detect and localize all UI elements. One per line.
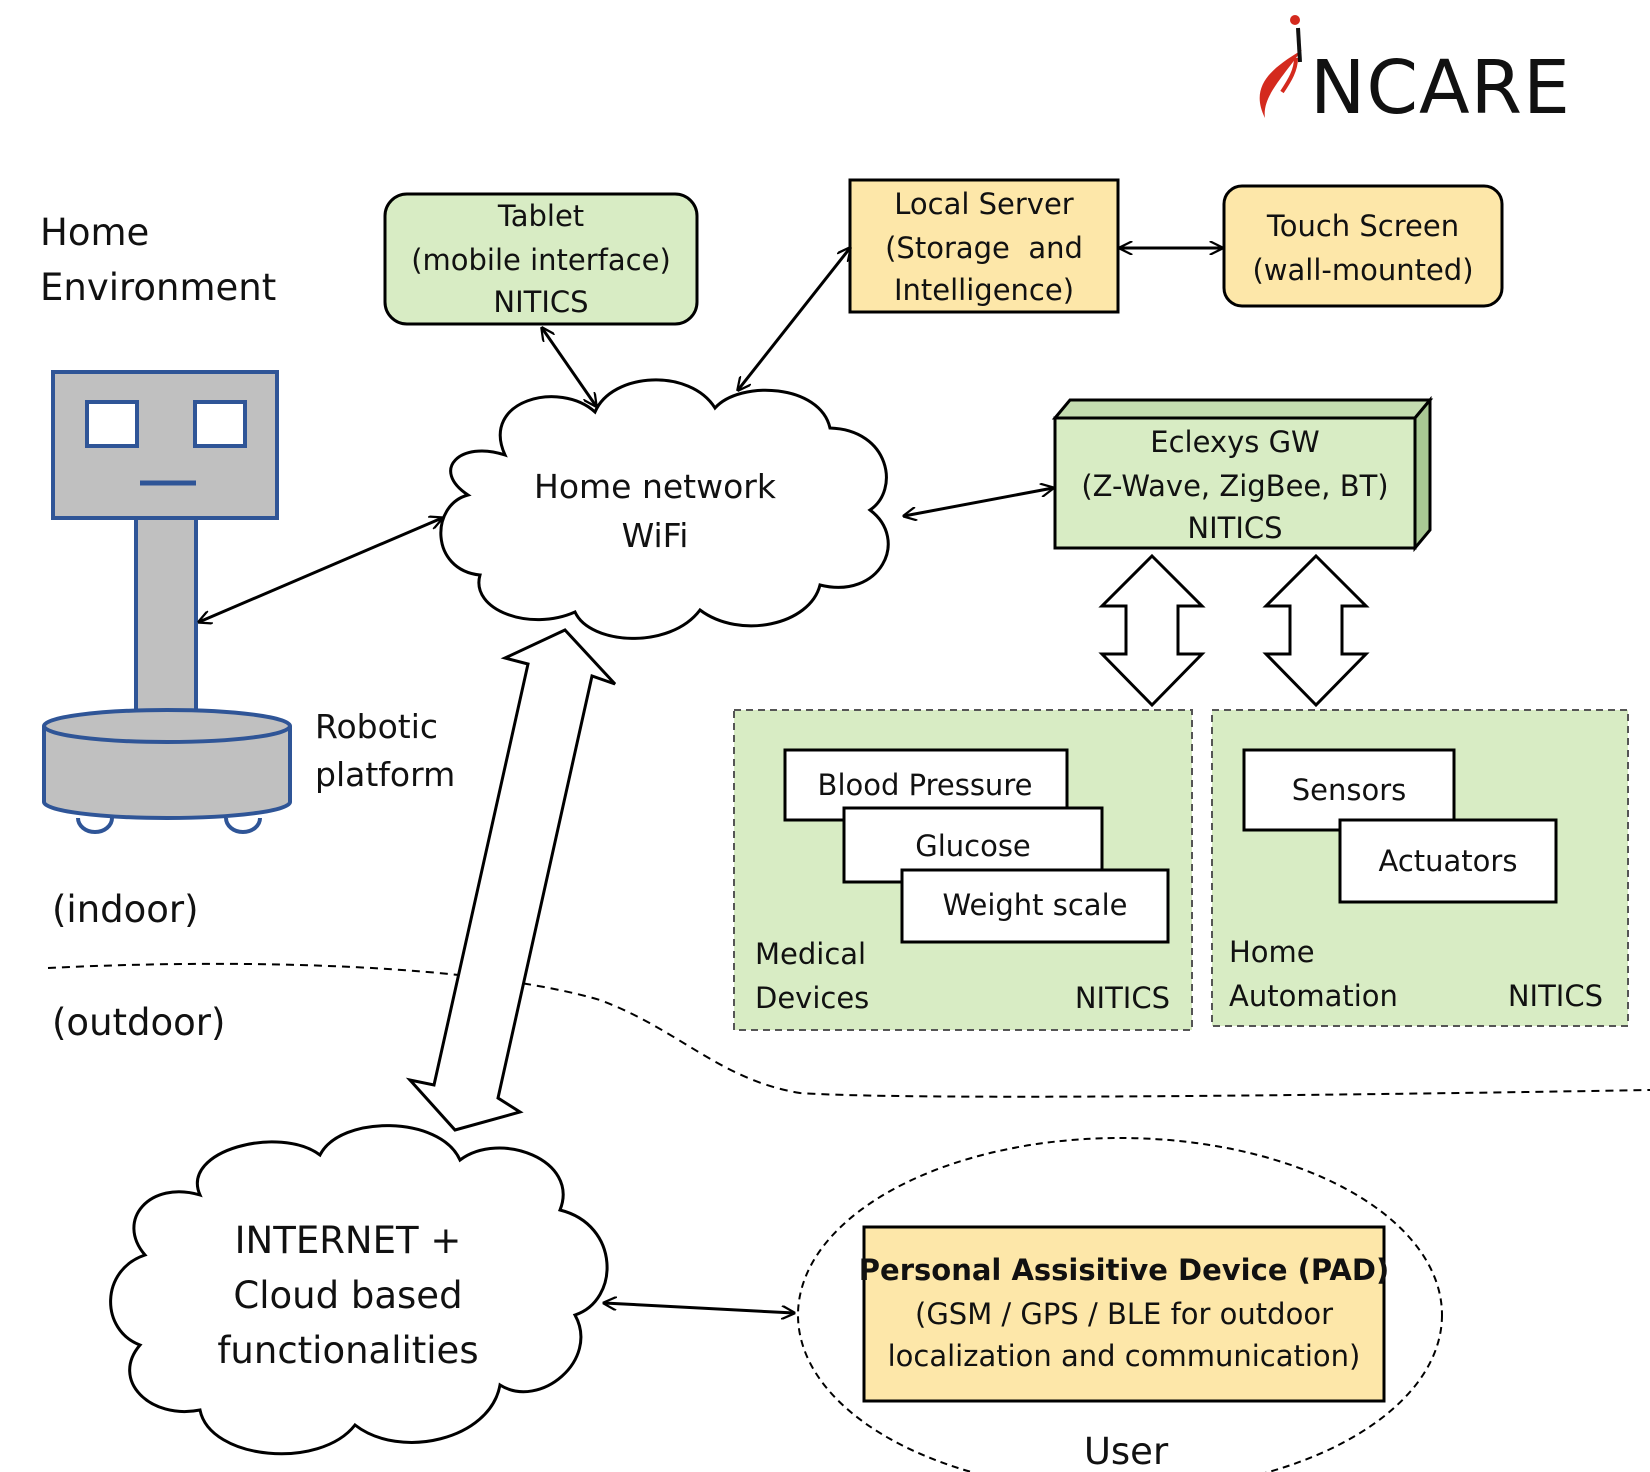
- automation-label-line2: Automation: [1229, 979, 1398, 1013]
- home-label-line1: Home: [40, 211, 149, 254]
- pad-line3: localization and communication): [888, 1339, 1361, 1373]
- internet-line1: INTERNET +: [235, 1219, 462, 1262]
- internet-cloud: INTERNET + Cloud based functionalities: [109, 1124, 609, 1456]
- server-network-connector: [738, 248, 850, 390]
- home-network-line2: WiFi: [622, 516, 689, 555]
- home-network-cloud: Home network WiFi: [439, 378, 890, 640]
- tablet-line1: Tablet: [497, 199, 584, 233]
- automation-label-line1: Home: [1229, 935, 1315, 969]
- robot-network-connector: [199, 518, 442, 622]
- automation-nitics-tag: NITICS: [1508, 979, 1603, 1013]
- internet-line2: Cloud based: [233, 1274, 462, 1317]
- user-group: Personal Assisitive Device (PAD) (GSM / …: [797, 1137, 1443, 1472]
- tablet-line3: NITICS: [493, 285, 588, 319]
- local-server-line3: Intelligence): [894, 273, 1074, 307]
- network-gateway-connector: [904, 488, 1053, 516]
- local-server-line1: Local Server: [894, 187, 1074, 221]
- logo-text: NCARE: [1310, 45, 1571, 131]
- eclexys-gateway-node: Eclexys GW (Z-Wave, ZigBee, BT) NITICS: [1051, 395, 1434, 553]
- gateway-medical-block-arrow: [1098, 553, 1206, 708]
- medical-item-blood-pressure: Blood Pressure: [818, 768, 1033, 802]
- medical-nitics-tag: NITICS: [1075, 981, 1170, 1015]
- logo-flame-icon: [1259, 15, 1302, 118]
- eclexys-line2: (Z-Wave, ZigBee, BT): [1081, 469, 1388, 503]
- gateway-automation-block-arrow: [1262, 553, 1370, 708]
- pad-line1: Personal Assisitive Device (PAD): [859, 1253, 1389, 1287]
- local-server-line2: (Storage and: [885, 231, 1083, 265]
- incare-logo: NCARE: [1259, 15, 1571, 131]
- eclexys-line1: Eclexys GW: [1150, 425, 1319, 459]
- pad-line2: (GSM / GPS / BLE for outdoor: [915, 1297, 1333, 1331]
- robotic-label-line2: platform: [315, 755, 455, 794]
- automation-item-actuators: Actuators: [1379, 844, 1518, 878]
- internet-pad-connector: [604, 1303, 794, 1313]
- tablet-network-connector: [542, 328, 596, 406]
- automation-item-sensors: Sensors: [1292, 773, 1407, 807]
- outdoor-label: (outdoor): [52, 1001, 225, 1044]
- tablet-node: Tablet (mobile interface) NITICS: [383, 192, 699, 326]
- indoor-label: (indoor): [52, 888, 199, 931]
- touch-screen-node: Touch Screen (wall-mounted): [1222, 184, 1504, 308]
- touch-screen-line2: (wall-mounted): [1252, 253, 1473, 287]
- internet-line3: functionalities: [217, 1329, 478, 1372]
- home-automation-group: Sensors Actuators Home Automation NITICS: [1211, 709, 1629, 1027]
- touch-screen-line1: Touch Screen: [1266, 209, 1459, 243]
- medical-label-line1: Medical: [755, 937, 866, 971]
- network-internet-block-arrow: [405, 628, 617, 1132]
- robot-icon: [42, 370, 292, 834]
- medical-devices-group: Blood Pressure Glucose Weight scale Medi…: [733, 709, 1193, 1031]
- tablet-line2: (mobile interface): [411, 243, 671, 277]
- home-label-line2: Environment: [40, 266, 276, 309]
- medical-item-weight-scale: Weight scale: [943, 888, 1128, 922]
- local-server-node: Local Server (Storage and Intelligence): [848, 178, 1120, 314]
- indoor-outdoor-boundary: [47, 962, 1650, 1098]
- medical-item-glucose: Glucose: [915, 829, 1031, 863]
- medical-label-line2: Devices: [755, 981, 869, 1015]
- eclexys-line3: NITICS: [1187, 511, 1282, 545]
- user-label: User: [1084, 1430, 1169, 1472]
- robotic-label-line1: Robotic: [315, 707, 438, 746]
- home-network-line1: Home network: [534, 467, 777, 506]
